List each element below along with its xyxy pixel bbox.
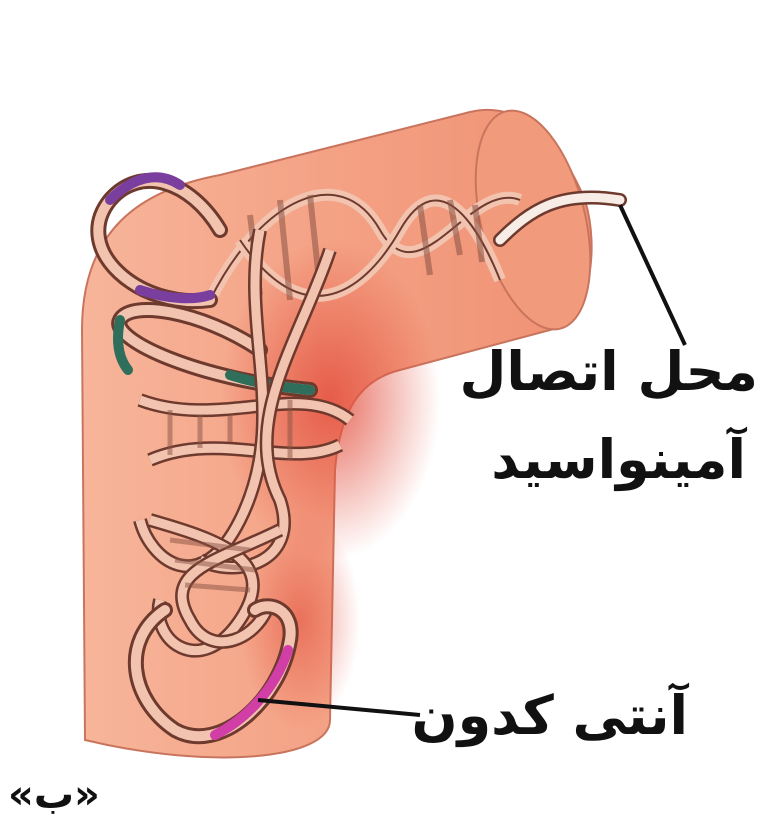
amino-acid-site-label-line1: محل اتصال — [460, 340, 758, 403]
panel-label: «ب» — [8, 772, 100, 818]
amino-acid-site-label-line2: آمینواسید — [491, 428, 746, 491]
amino-site-pointer — [620, 205, 685, 345]
anticodon-label: آنتی کدون — [411, 684, 688, 747]
